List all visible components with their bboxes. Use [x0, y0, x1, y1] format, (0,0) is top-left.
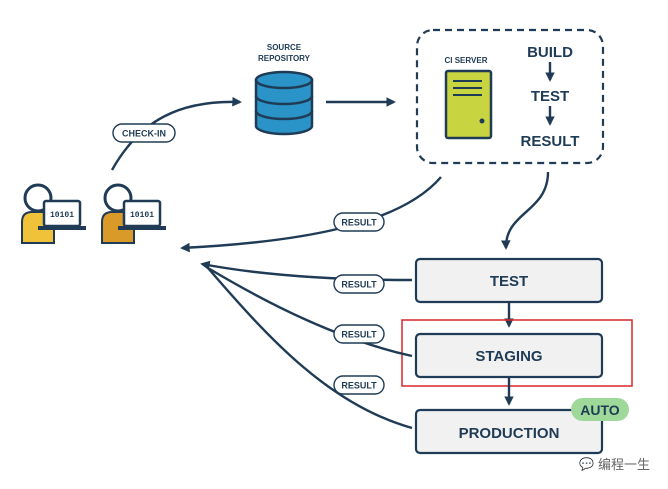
stage-production-box — [414, 408, 604, 455]
server-icon — [444, 69, 493, 140]
watermark: 💬 编程一生 — [579, 454, 650, 474]
ci-to-test-arrow — [500, 171, 550, 250]
repository-label-line2: REPOSITORY — [258, 54, 311, 63]
stage-production-label: PRODUCTION — [459, 425, 560, 442]
stage-staging-label: STAGING — [475, 348, 542, 365]
production-result-pill — [333, 375, 385, 395]
staging-result-pill — [333, 324, 385, 344]
repository-label-line1: SOURCE — [267, 43, 302, 52]
ci-step-build: BUILD — [527, 44, 573, 61]
developer-1: 10101 — [21, 183, 86, 244]
stage-staging-box — [414, 332, 604, 379]
staging-result-arrow — [207, 266, 413, 358]
ci-result-arrow — [180, 176, 442, 253]
checkin-pill — [112, 123, 176, 143]
test-result-pill-label: RESULT — [341, 280, 377, 290]
watermark-text: 编程一生 — [597, 458, 650, 473]
developer-2: 10101 — [101, 183, 166, 244]
database-icon — [254, 70, 314, 136]
production-result-arrow — [207, 267, 413, 430]
dev1-screen-text: 10101 — [50, 211, 74, 220]
ci-result-pill-label: RESULT — [341, 218, 377, 228]
ci-server-label: CI SERVER — [445, 56, 488, 65]
auto-badge-label: AUTO — [580, 402, 620, 418]
ci-server-box — [415, 28, 605, 165]
checkin-pill-label: CHECK-IN — [122, 129, 166, 139]
staging-result-pill-label: RESULT — [341, 330, 377, 340]
stage-test-label: TEST — [490, 273, 528, 290]
dev2-screen-text: 10101 — [130, 211, 154, 220]
stage-test-box — [414, 257, 604, 304]
test-result-pill — [333, 274, 385, 294]
production-result-pill-label: RESULT — [341, 381, 377, 391]
ci-result-pill — [333, 212, 385, 232]
chat-bubble-icon: 💬 — [579, 456, 594, 471]
checkin-arrow — [110, 96, 242, 171]
auto-badge — [571, 398, 629, 421]
ci-step-test: TEST — [531, 88, 569, 105]
ci-step-result: RESULT — [521, 133, 580, 150]
